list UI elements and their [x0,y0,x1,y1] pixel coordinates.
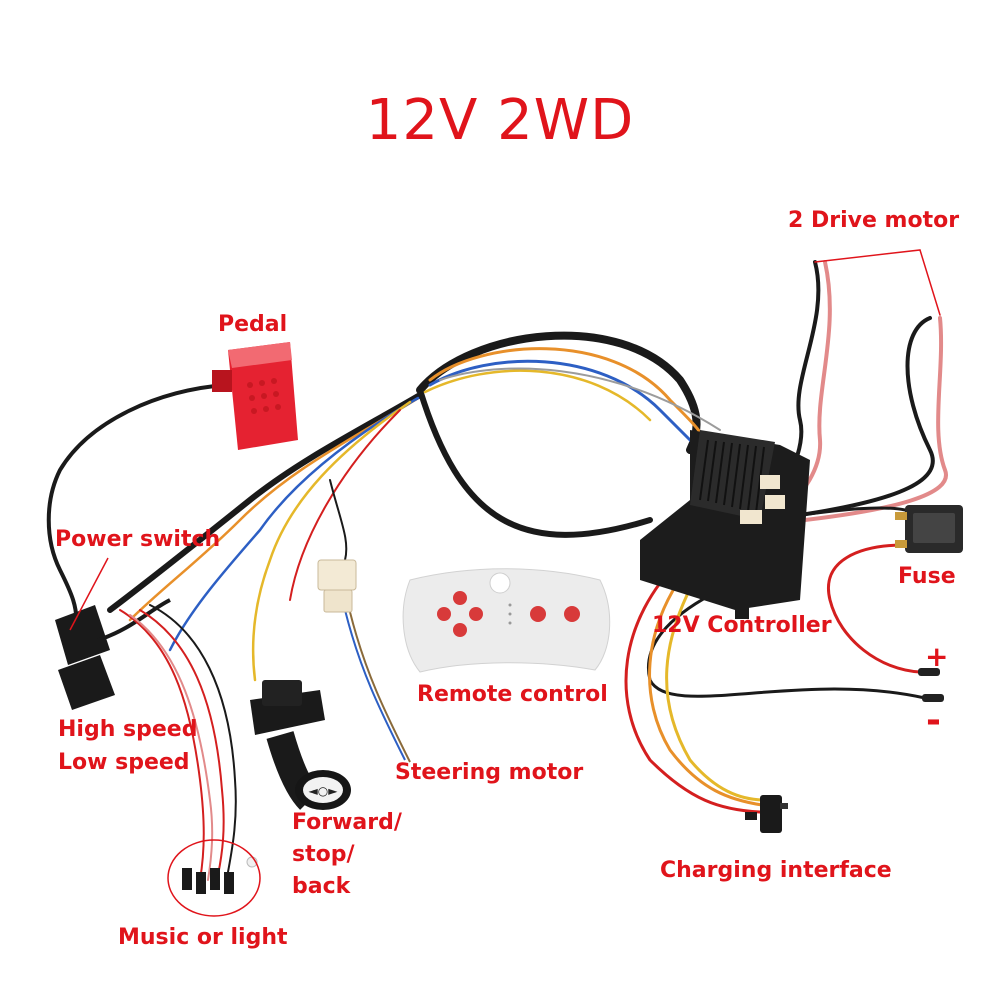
positive-sign: + [925,640,949,673]
pedal-wire [46,383,226,631]
svg-text:◄○►: ◄○► [309,784,339,798]
pedal-icon [212,342,298,450]
direction-knob-icon: ◄○► [250,680,351,810]
direction-label-line1: Forward/ [292,810,402,835]
wire-harness [107,331,721,682]
remote-control [402,568,611,673]
direction-label-line3: back [292,874,351,899]
charging-interface-label: Charging interface [660,858,892,883]
fuse-label: Fuse [898,564,956,589]
controller-label: 12V Controller [652,613,832,638]
controller-box [640,430,810,619]
low-speed-label: Low speed [58,750,190,775]
direction-label-line2: stop/ [292,842,355,867]
rocker-switch-icon [55,598,171,710]
annotation-marks [69,557,261,917]
steering-motor-label: Steering motor [395,760,584,785]
power-switch-label: Power switch [55,527,221,552]
charging-connector [745,795,788,833]
pedal-label: Pedal [218,312,288,337]
page-title: 12V 2WD [365,88,635,153]
negative-sign: - [926,700,941,741]
battery-terminals [918,668,944,702]
remote-control-label: Remote control [417,682,608,707]
high-speed-label: High speed [58,717,198,742]
drive-motor-label: 2 Drive motor [788,208,960,233]
music-light-label: Music or light [118,925,288,950]
charging-wires [624,558,767,814]
fuse [895,505,963,553]
steering-connector [317,559,411,763]
